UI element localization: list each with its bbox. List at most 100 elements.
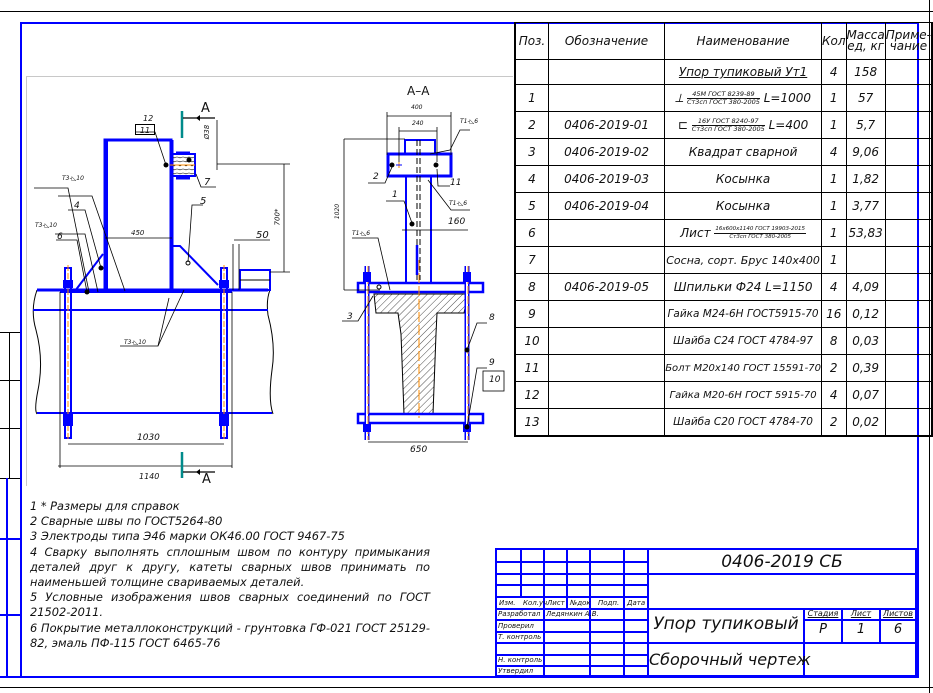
- role-developed: Разработал: [498, 610, 541, 618]
- cell-note: [884, 354, 933, 382]
- col-list: Лист: [547, 599, 565, 607]
- stud-right: [219, 265, 229, 440]
- role-tech-control: Т. контроль: [498, 633, 542, 641]
- note-item: 3 Электроды типа Э46 марки ОК46.00 ГОСТ …: [30, 529, 345, 544]
- cell-note: [884, 273, 933, 301]
- sheet-value: 1: [856, 622, 866, 637]
- cell-mass: 0,12: [845, 300, 886, 328]
- table-row: 12 Гайка М20-6Н ГОСТ 5915-70 4 0,07: [514, 381, 933, 409]
- product-name: Упор тупиковый: [653, 614, 799, 634]
- cell-mass: 0,39: [845, 354, 886, 382]
- cell-note: [884, 59, 933, 85]
- cell-qty: 1: [820, 111, 847, 139]
- strip-divider: [0, 380, 20, 381]
- header-note-line2: чание: [889, 39, 928, 53]
- fraction-den: Ст3сп ГОСТ 380-2005: [686, 97, 760, 106]
- cell-qty: 1: [820, 246, 847, 274]
- cell-mass: 0,07: [845, 381, 886, 409]
- profile-symbol: ⟂: [675, 90, 684, 105]
- cell-designation: [547, 381, 666, 409]
- cell-note: [884, 246, 933, 274]
- cell-designation: [547, 84, 666, 112]
- cell-pos: 11: [514, 354, 549, 382]
- table-row: 8 0406-2019-05 Шпильки Ф24 L=1150 4 4,09: [514, 273, 933, 301]
- table-row: 3 0406-2019-02 Квадрат сварной 4 9,06: [514, 138, 933, 166]
- strip-divider: [0, 478, 20, 479]
- section-top-plate: [356, 281, 485, 294]
- col-podp: Подп.: [598, 599, 620, 607]
- rail-body: [32, 289, 274, 415]
- cell-designation: 0406-2019-04: [547, 192, 666, 220]
- cell-pos: [514, 59, 549, 85]
- fraction-num: 45М ГОСТ 8239-89: [686, 90, 760, 99]
- section-dimensions: [343, 112, 468, 443]
- dim-1020: 1020: [334, 203, 342, 220]
- cut-mark-top: [180, 111, 215, 138]
- cell-name: Гайка М24-6Н ГОСТ5915-70: [664, 300, 822, 328]
- strip-upper-outer: [0, 332, 9, 478]
- cell-mass: 3,77: [845, 192, 886, 220]
- table-row: 7 Сосна, сорт. Брус 140х400 1: [514, 246, 933, 274]
- cell-pos: 8: [514, 273, 549, 301]
- role-approved: Утвердил: [498, 667, 534, 675]
- front-view: [32, 111, 290, 478]
- section-bottom-plate: [356, 412, 485, 425]
- dim-240: 240: [412, 120, 424, 127]
- sheets-value: 6: [893, 622, 903, 637]
- gusset-4: [74, 253, 104, 292]
- cell-designation: [547, 354, 666, 382]
- cell-qty: 4: [820, 138, 847, 166]
- fraction-num: 16У ГОСТ 8240-97: [691, 117, 765, 126]
- cell-pos: 3: [514, 138, 549, 166]
- cell-note: [884, 300, 933, 328]
- cell-name: Болт М20х140 ГОСТ 15591-70: [664, 354, 822, 382]
- cell-name: Квадрат сварной: [664, 138, 822, 166]
- section-callout-10: 10: [489, 375, 501, 385]
- section-callout-9: 9: [489, 358, 495, 368]
- profile-symbol: ⊏: [677, 117, 688, 132]
- strip-blue-divider: [0, 676, 20, 678]
- dim-height: 700*: [273, 208, 282, 226]
- weld-symbol: Т1-◺6: [460, 118, 479, 125]
- header-pos: Поз.: [514, 22, 549, 60]
- cell-note: [884, 381, 933, 409]
- cut-letter-bottom: А: [202, 472, 211, 487]
- cell-mass: 0,03: [845, 327, 886, 355]
- stage-label: Стадия: [807, 609, 839, 618]
- cell-qty: 4: [820, 381, 847, 409]
- gusset-5: [172, 245, 219, 286]
- cell-mass: 57: [845, 84, 886, 112]
- developer-name: Ледянкин А.В.: [546, 610, 599, 618]
- fraction-num: 16х600х1140 ГОСТ 19903-2015: [714, 225, 806, 234]
- strip-divider: [0, 428, 20, 429]
- note-item: 5 Условные изображения швов сварных соед…: [30, 590, 430, 620]
- section-view: [342, 112, 505, 443]
- strip-blue-divider: [0, 538, 20, 540]
- cell-name: Шпильки Ф24 L=1150: [664, 273, 822, 301]
- dim-400: 400: [411, 104, 423, 111]
- stud-left: [63, 265, 73, 440]
- cell-mass: 5,7: [845, 111, 886, 139]
- weld-symbol: Т3-◺10: [62, 175, 84, 182]
- document-type: Сборочный чертеж: [649, 650, 811, 669]
- sheet-bottom-edge: [0, 687, 933, 688]
- header-designation: Обозначение: [547, 22, 666, 60]
- assembly-name: Упор тупиковый Ут1: [664, 59, 822, 85]
- cell-name: Шайба С20 ГОСТ 4784-70: [664, 408, 822, 437]
- note-item: 6 Покрытие металлоконструкций - грунтовк…: [30, 620, 430, 650]
- table-row: 9 Гайка М24-6Н ГОСТ5915-70 16 0,12: [514, 300, 933, 328]
- header-note-line1: Приме-: [885, 28, 931, 42]
- weld-symbol: Т1-◺6: [449, 200, 468, 207]
- cell-mass: 1,82: [845, 165, 886, 193]
- cell-note: [884, 192, 933, 220]
- role-checked: Проверил: [498, 622, 534, 630]
- cell-qty: 1: [820, 219, 847, 247]
- header-mass-line2: ед, кг: [847, 39, 885, 53]
- note-item: 1 * Размеры для справок: [30, 499, 180, 513]
- table-row: 10 Шайба С24 ГОСТ 4784-97 8 0,03: [514, 327, 933, 355]
- cell-pos: 7: [514, 246, 549, 274]
- cell-note: [884, 138, 933, 166]
